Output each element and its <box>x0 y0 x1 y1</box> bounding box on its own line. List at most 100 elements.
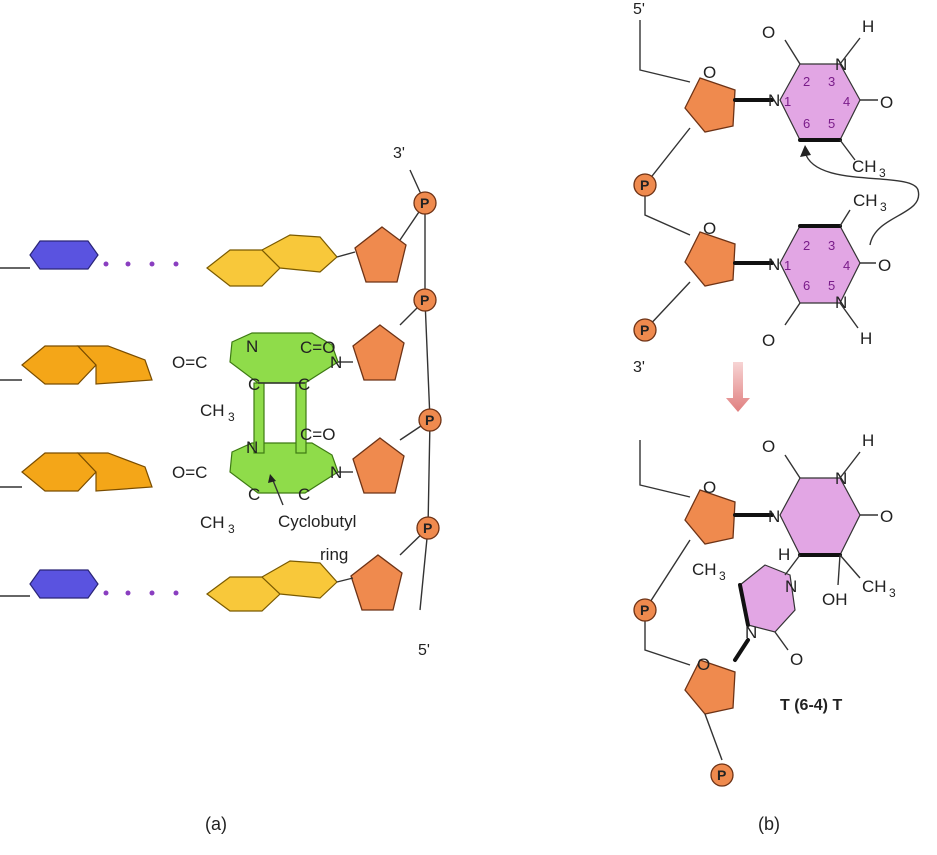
svg-text:CH: CH <box>862 577 887 596</box>
panel-a-label: (a) <box>205 814 227 834</box>
svg-text:3: 3 <box>828 74 835 89</box>
svg-text:N: N <box>835 469 847 488</box>
svg-text:O: O <box>878 256 891 275</box>
thymine-bottom: N 1 2 3 4 5 6 N H O O CH 3 <box>762 191 891 350</box>
backbone-strand <box>399 169 431 611</box>
svg-text:3: 3 <box>719 569 726 583</box>
svg-text:N: N <box>246 438 258 457</box>
svg-text:CH: CH <box>200 401 225 420</box>
thymine-top: N 1 2 3 4 5 6 N H O O CH 3 <box>762 17 893 180</box>
svg-text:5: 5 <box>828 116 835 131</box>
svg-text:CH: CH <box>852 157 877 176</box>
phosphate <box>633 598 657 622</box>
purine-base <box>205 560 338 612</box>
svg-text:O: O <box>790 650 803 669</box>
svg-text:H: H <box>860 329 872 348</box>
svg-text:CH: CH <box>200 513 225 532</box>
svg-text:H: H <box>862 17 874 36</box>
panel-b: 5' 3' P P O N 1 2 3 4 5 6 N H O O CH 3 <box>633 1 920 834</box>
svg-text:3: 3 <box>228 522 235 536</box>
five-prime-end: 5' <box>418 642 430 659</box>
svg-text:O: O <box>697 655 710 674</box>
thymine-dimer: O=C N C=O N C C CH 3 O=C N C=O N C C CH … <box>172 332 353 536</box>
svg-text:O: O <box>880 93 893 112</box>
sugar-ring <box>684 77 736 133</box>
five-prime-end: 5' <box>633 1 645 18</box>
svg-text:P: P <box>640 322 649 338</box>
svg-text:N: N <box>330 463 342 482</box>
svg-text:4: 4 <box>843 258 850 273</box>
svg-text:O: O <box>703 219 716 238</box>
sugar-ring <box>684 231 736 287</box>
svg-text:C: C <box>248 375 260 394</box>
product-label: T (6-4) T <box>780 697 842 714</box>
hydrogen-bond-dots <box>103 590 179 596</box>
svg-text:P: P <box>640 602 649 618</box>
svg-text:P: P <box>420 292 429 308</box>
svg-text:P: P <box>420 195 429 211</box>
three-prime-end: 3' <box>393 145 405 162</box>
phosphate <box>633 173 657 197</box>
hydrogen-bond-dots <box>103 261 179 267</box>
svg-text:N: N <box>745 623 757 642</box>
svg-text:O: O <box>762 331 775 350</box>
svg-text:N: N <box>835 293 847 312</box>
svg-text:O=C: O=C <box>172 463 207 482</box>
reaction-arrow-curve <box>804 151 920 246</box>
svg-text:3: 3 <box>889 586 896 600</box>
svg-text:P: P <box>425 412 434 428</box>
svg-text:N: N <box>768 255 780 274</box>
sugar-ring-group <box>350 226 407 611</box>
svg-text:O: O <box>703 63 716 82</box>
svg-text:3: 3 <box>828 238 835 253</box>
svg-text:4: 4 <box>843 94 850 109</box>
svg-text:6: 6 <box>803 116 810 131</box>
phosphate-group: P P P P <box>413 191 442 540</box>
svg-text:C=O: C=O <box>300 425 335 444</box>
svg-text:C: C <box>298 485 310 504</box>
purine-base <box>21 345 153 385</box>
sugar-ring <box>684 489 736 545</box>
purine-base <box>21 452 153 492</box>
purine-base <box>206 234 338 287</box>
svg-text:O: O <box>762 23 775 42</box>
pyrimidine-base <box>29 240 99 270</box>
svg-text:5: 5 <box>828 278 835 293</box>
svg-text:3: 3 <box>228 410 235 424</box>
svg-text:C: C <box>298 375 310 394</box>
svg-text:3: 3 <box>880 200 887 214</box>
svg-text:N: N <box>785 577 797 596</box>
svg-text:C: C <box>248 485 260 504</box>
svg-text:N: N <box>768 507 780 526</box>
sugar-ring <box>684 659 736 715</box>
panel-a: P P P P 3' 5' <box>0 145 442 834</box>
svg-text:2: 2 <box>803 74 810 89</box>
svg-text:1: 1 <box>784 258 791 273</box>
svg-text:O: O <box>703 478 716 497</box>
panel-b-label: (b) <box>758 814 780 834</box>
svg-text:2: 2 <box>803 238 810 253</box>
svg-text:O: O <box>762 437 775 456</box>
svg-text:C=O: C=O <box>300 338 335 357</box>
svg-text:CH: CH <box>853 191 878 210</box>
svg-text:P: P <box>640 177 649 193</box>
svg-text:3: 3 <box>879 166 886 180</box>
svg-text:H: H <box>862 431 874 450</box>
svg-text:N: N <box>835 55 847 74</box>
phosphate <box>710 763 734 787</box>
svg-text:P: P <box>717 767 726 783</box>
cyclobutyl-label: Cyclobutyl <box>278 512 356 531</box>
svg-text:N: N <box>330 353 342 372</box>
three-prime-end: 3' <box>633 359 645 376</box>
svg-text:O=C: O=C <box>172 353 207 372</box>
svg-text:6: 6 <box>803 278 810 293</box>
backbone-strand <box>639 440 691 666</box>
svg-text:N: N <box>246 337 258 356</box>
svg-text:OH: OH <box>822 590 848 609</box>
svg-text:O: O <box>880 507 893 526</box>
svg-text:1: 1 <box>784 94 791 109</box>
svg-text:H: H <box>778 545 790 564</box>
product-ring-bottom: CH 3 N N O <box>692 554 803 669</box>
svg-text:N: N <box>768 91 780 110</box>
